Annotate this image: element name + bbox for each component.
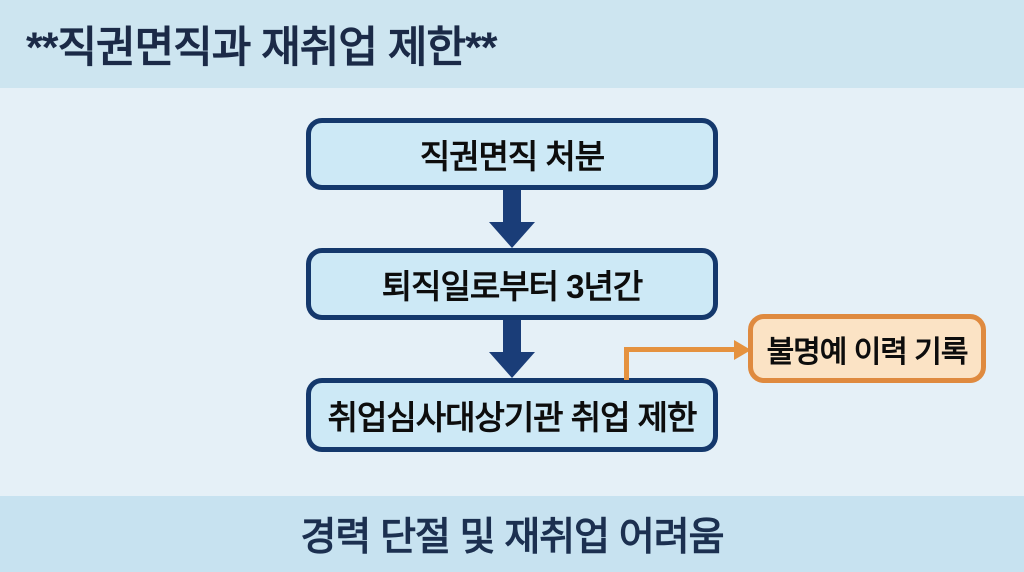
- arrow-head: [489, 352, 535, 378]
- arrow-head: [489, 222, 535, 248]
- annotation-box-disgrace-record: 불명예 이력 기록: [748, 314, 986, 383]
- flow-step-label: 직권면직 처분: [419, 138, 605, 175]
- annotation-label: 불명예 이력 기록: [766, 335, 969, 369]
- flow-step-label: 취업심사대상기관 취업 제한: [327, 399, 698, 436]
- arrow-right-icon: [734, 340, 751, 360]
- page-title: **직권면직과 재취업 제한**: [26, 24, 497, 72]
- arrow-shaft: [503, 320, 521, 352]
- flow-step-dismissal: 직권면직 처분: [306, 118, 718, 190]
- flow-step-three-years: 퇴직일로부터 3년간: [306, 248, 718, 320]
- orange-connector-vertical: [624, 347, 629, 380]
- flow-step-employment-restriction: 취업심사대상기관 취업 제한: [306, 378, 718, 452]
- flow-step-label: 퇴직일로부터 3년간: [381, 268, 643, 305]
- header-band: **직권면직과 재취업 제한**: [0, 0, 1024, 88]
- footer-band: 경력 단절 및 재취업 어려움: [0, 496, 1024, 572]
- arrow-shaft: [503, 190, 521, 222]
- footer-text: 경력 단절 및 재취업 어려움: [300, 516, 724, 559]
- orange-connector-horizontal: [624, 347, 736, 352]
